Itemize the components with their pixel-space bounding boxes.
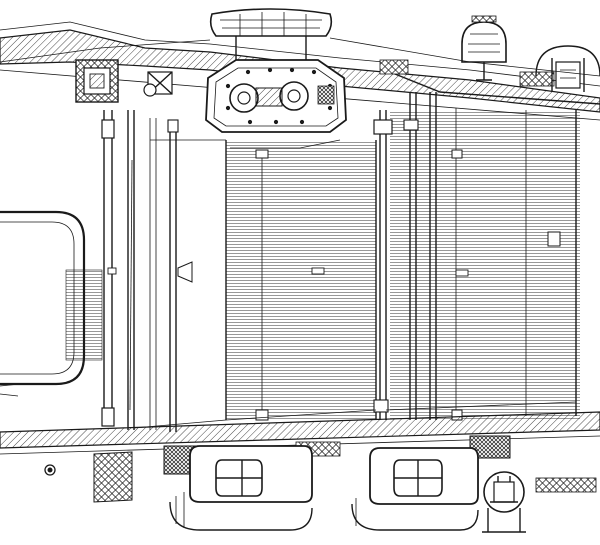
davit-cradle-left	[169, 445, 313, 531]
left-bay	[101, 110, 193, 432]
winch	[461, 15, 507, 81]
bottom-right-pedestal	[482, 471, 526, 533]
right-pedestal-fitting	[535, 45, 600, 92]
davit-cradle-right	[351, 447, 479, 531]
rigging-lines	[0, 37, 600, 429]
left-square-fitting	[75, 59, 173, 103]
center-bay	[225, 139, 377, 421]
bottom-deck-strip	[0, 411, 600, 503]
lifeboat	[209, 8, 333, 60]
right-bay	[373, 92, 580, 421]
left-rounded-housing	[0, 210, 103, 397]
superstructure-platform	[205, 59, 347, 133]
